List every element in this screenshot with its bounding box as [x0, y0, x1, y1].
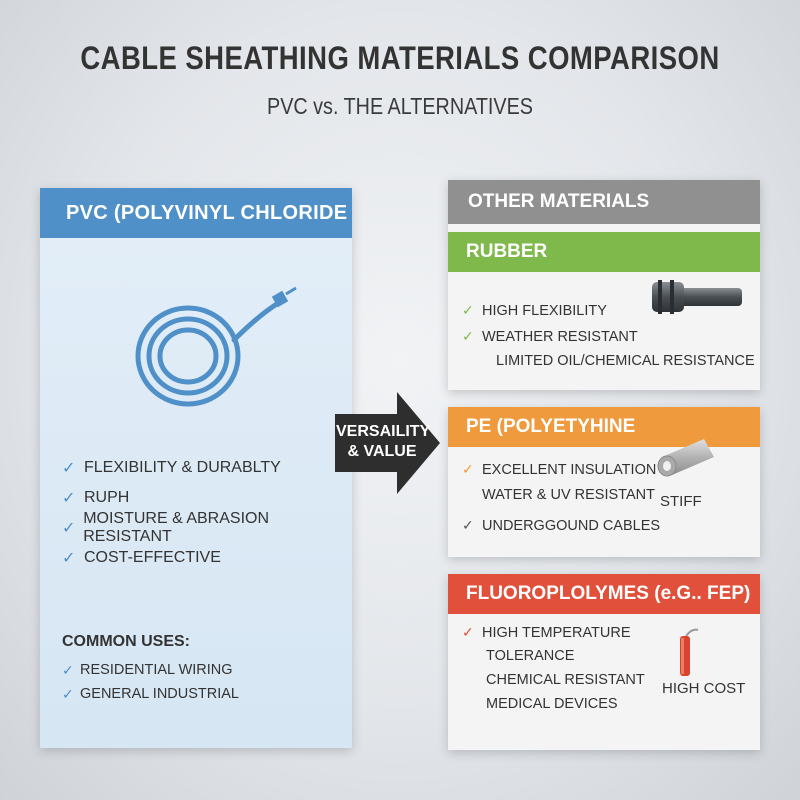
check-icon: ✓: [62, 520, 76, 537]
check-icon: ✓: [462, 517, 474, 533]
other-materials-header: OTHER MATERIALS: [448, 180, 760, 224]
fluoro-wire-icon: [680, 628, 699, 676]
pe-panel: PE (POLYETYHINE ✓EXCELLENT INSULATION WA…: [448, 407, 760, 557]
fluoropolymers-note: HIGH COST: [662, 680, 746, 697]
fluoropolymers-panel: FLUOROPLOLYMES (e.G.. FEP) ✓HIGH TEMPERA…: [448, 574, 760, 750]
list-item: WATER & UV RESISTANT: [482, 487, 655, 503]
fluoropolymers-header: FLUOROPLOLYMES (e.G.. FEP): [448, 574, 760, 614]
rubber-limitation: LIMITED OIL/CHEMICAL RESISTANCE: [496, 353, 755, 369]
list-item: TOLERANCE: [486, 648, 575, 664]
pvc-feature-list: ✓FLEXIBILITY & DURABLTY ✓RUPH ✓MOISTURE …: [62, 453, 352, 573]
list-item: ✓WEATHER RESISTANT: [462, 328, 638, 345]
page-subtitle: PVC vs. THE ALTERNATIVES: [266, 93, 534, 119]
list-item: ✓GENERAL INDUSTRIAL: [62, 685, 239, 703]
check-icon: ✓: [462, 461, 474, 477]
comparison-arrow-icon: [335, 392, 440, 494]
list-item: ✓FLEXIBILITY & DURABLTY: [62, 459, 281, 477]
other-materials-panel: OTHER MATERIALS RUBBER ✓HIGH FLEXIBILITY…: [448, 180, 760, 390]
list-item: ✓RESIDENTIAL WIRING: [62, 661, 233, 679]
check-icon: ✓: [62, 685, 74, 702]
list-item: MEDICAL DEVICES: [486, 696, 618, 712]
pe-tube-icon: [657, 439, 714, 477]
rubber-header: RUBBER: [448, 232, 760, 272]
list-item: ✓COST-EFFECTIVE: [62, 549, 221, 567]
pe-header: PE (POLYETYHINE: [448, 407, 760, 447]
list-item: ✓RUPH: [62, 489, 130, 507]
pe-note: STIFF: [660, 493, 702, 510]
arrow-label: VERSAILITY & VALUE: [336, 423, 431, 460]
check-icon: ✓: [62, 490, 76, 507]
check-icon: ✓: [462, 302, 474, 318]
list-item: ✓HIGH FLEXIBILITY: [462, 302, 607, 319]
check-icon: ✓: [62, 661, 74, 678]
list-item: ✓HIGH TEMPERATURE: [462, 624, 631, 641]
list-item: ✓MOISTURE & ABRASION RESISTANT: [62, 510, 270, 545]
check-icon: ✓: [462, 328, 474, 344]
pvc-header: PVC (POLYVINYL CHLORIDE: [40, 188, 352, 238]
common-uses-title: COMMON USES:: [62, 633, 190, 650]
pvc-panel: PVC (POLYVINYL CHLORIDE ✓FLEXIBILITY & D…: [40, 188, 352, 748]
common-uses-list: ✓RESIDENTIAL WIRING ✓GENERAL INDUSTRIAL: [62, 658, 239, 706]
check-icon: ✓: [462, 624, 474, 640]
list-item: ✓UNDERGGOUND CABLES: [462, 517, 661, 534]
cable-coil-icon: [135, 286, 297, 407]
list-item: CHEMICAL RESISTANT: [486, 672, 645, 688]
page-title: CABLE SHEATHING MATERIALS COMPARISON: [80, 40, 720, 76]
check-icon: ✓: [62, 550, 76, 567]
rubber-cable-icon: [652, 280, 742, 314]
check-icon: ✓: [62, 460, 76, 477]
list-item: ✓EXCELLENT INSULATION: [462, 461, 657, 478]
